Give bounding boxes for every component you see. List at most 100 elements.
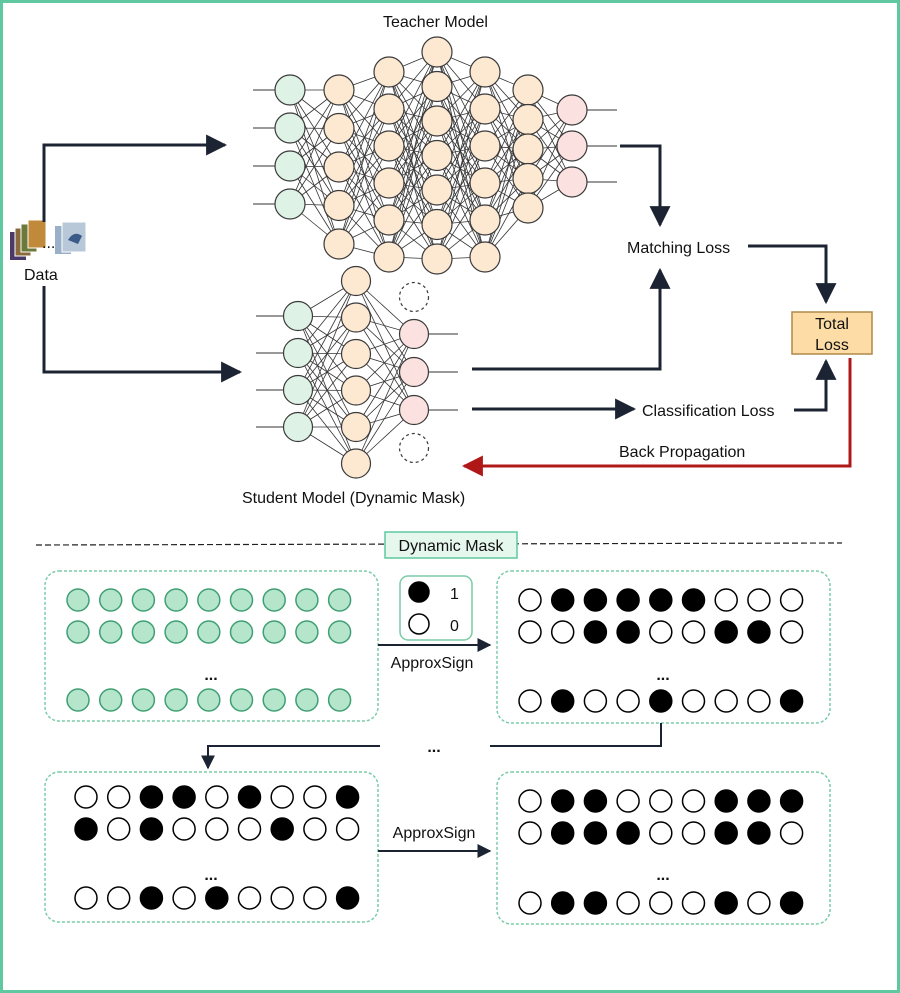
mask-cell: [131, 620, 156, 644]
matching-to-total-arrow: [748, 244, 837, 305]
student-node: [282, 337, 314, 369]
teacher-node: [469, 93, 501, 125]
teacher-node: [421, 36, 453, 68]
student-node: [340, 338, 372, 370]
mask-cell: [229, 588, 254, 612]
student-edge: [297, 353, 357, 428]
student-edge: [355, 371, 415, 464]
mask-cell: [649, 620, 673, 644]
mask-cell: [131, 588, 156, 612]
student-to-matching-arrow: [472, 267, 671, 371]
mask-cell: [237, 817, 262, 841]
teacher-edge: [527, 89, 573, 183]
mask-cell: [74, 886, 98, 910]
data-images: [10, 219, 87, 260]
student-title: Student Model (Dynamic Mask): [242, 490, 465, 507]
panel-1-ellipsis: ...: [204, 667, 217, 684]
panel-2-ellipsis: ...: [656, 667, 669, 684]
mask-cell: [779, 689, 804, 713]
student-edge: [355, 333, 415, 428]
mask-cell: [714, 891, 738, 915]
mask-cell: [550, 821, 575, 845]
mask-cell: [583, 588, 608, 612]
teacher-node: [421, 208, 453, 241]
mask-cell: [714, 689, 738, 713]
teacher-node: [469, 167, 501, 199]
mask-cell: [262, 688, 286, 712]
legend-zero-label: 0: [450, 618, 459, 635]
teacher-node: [556, 130, 588, 162]
mask-cell: [205, 817, 229, 841]
student-masked-node: [398, 281, 430, 313]
approx-sign-label-1: ApproxSign: [391, 655, 474, 672]
teacher-edge: [338, 71, 390, 168]
student-node: [282, 300, 314, 332]
mask-cell: [295, 620, 319, 644]
mask-cell: [106, 886, 131, 910]
mask-cell: [583, 689, 608, 713]
student-edge: [297, 280, 357, 354]
mask-cell: [237, 785, 262, 809]
mask-cell: [714, 588, 738, 612]
teacher-edge: [388, 71, 438, 156]
teacher-to-matching-arrow: [620, 144, 671, 228]
mask-cell: [714, 620, 738, 644]
mask-cell: [550, 689, 575, 713]
teacher-node: [274, 188, 306, 220]
bird-shape: [68, 233, 82, 244]
mask-cell: [270, 785, 294, 809]
mask-cell: [270, 886, 294, 910]
teacher-edge: [338, 71, 390, 206]
teacher-edge: [388, 71, 438, 191]
mask-cell: [327, 620, 352, 644]
mask-cell: [106, 785, 131, 809]
mask-cell: [303, 886, 327, 910]
mask-cell: [518, 588, 542, 612]
between-panels-ellipsis: ...: [427, 739, 440, 756]
mask-cell: [681, 689, 706, 713]
teacher-node: [556, 94, 588, 126]
mask-cell: [779, 891, 804, 915]
mask-cell: [714, 821, 738, 845]
mask-cell: [616, 689, 640, 713]
section-divider: [35, 542, 843, 546]
teacher-edge: [436, 155, 486, 258]
mask-cell: [616, 789, 640, 813]
mask-cell: [518, 821, 542, 845]
mask-cell: [779, 789, 804, 813]
teacher-node: [469, 56, 501, 88]
teacher-node: [421, 139, 453, 172]
teacher-node: [323, 151, 355, 183]
teacher-edge: [436, 71, 486, 156]
teacher-edge: [388, 108, 438, 191]
teacher-node: [323, 112, 355, 145]
data-image-4: [27, 219, 47, 249]
mask-cell: [649, 821, 673, 845]
back-propagation-label: Back Propagation: [619, 444, 745, 461]
teacher-node: [274, 150, 306, 182]
teacher-edge: [436, 51, 486, 147]
mask-cell: [779, 588, 804, 612]
mask-cell: [335, 785, 360, 809]
mask-cell: [131, 688, 156, 712]
student-node: [340, 448, 372, 479]
classification-to-total-arrow: [794, 358, 837, 412]
mask-cell: [66, 620, 90, 644]
teacher-edge: [338, 89, 390, 221]
teacher-edge: [289, 89, 340, 205]
mask-cell: [303, 817, 327, 841]
mask-cell: [583, 891, 608, 915]
mask-cell: [66, 588, 90, 612]
mask-cell: [197, 620, 221, 644]
student-edge: [297, 280, 357, 391]
teacher-node: [373, 93, 405, 125]
mask-cell: [172, 886, 196, 910]
student-node: [282, 411, 314, 443]
teacher-edge: [338, 166, 390, 258]
student-node: [340, 265, 372, 297]
student-node: [282, 374, 314, 406]
mask-cell: [74, 817, 98, 841]
teacher-node: [373, 130, 405, 162]
mask-cell: [335, 817, 360, 841]
mask-cell: [649, 689, 673, 713]
